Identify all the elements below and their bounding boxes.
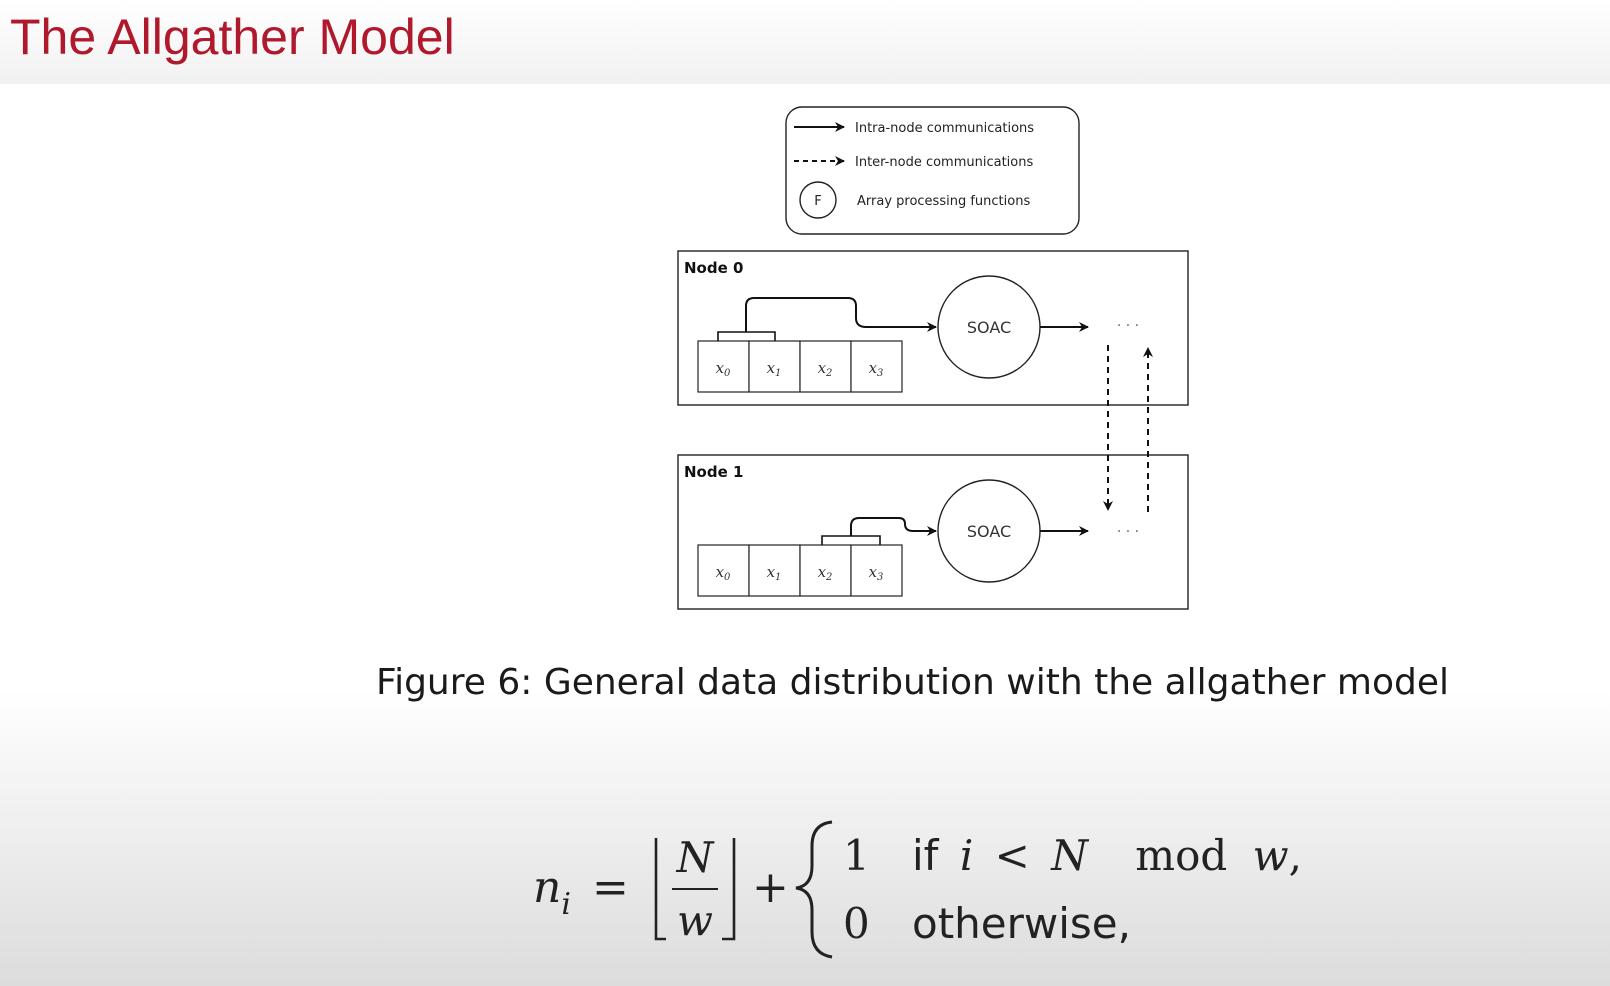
intra-node-arrow xyxy=(745,297,937,332)
cell-label: x2 xyxy=(818,359,833,379)
figure-caption-text: Figure 6: General data distribution with… xyxy=(375,662,1450,703)
page-title: The Allgather Model xyxy=(10,9,455,65)
ellipsis: · · · xyxy=(1117,524,1139,540)
soac-label: SOAC xyxy=(967,318,1011,337)
array-cell xyxy=(799,340,852,393)
cell-label: x2 xyxy=(818,563,833,583)
legend-box xyxy=(785,106,1080,235)
cell-label: x1 xyxy=(767,563,782,583)
ellipsis: · · · xyxy=(1117,318,1139,334)
array-cell xyxy=(697,340,750,393)
node-1: Node 1 x0 x1 x2 x3 SOAC · · · xyxy=(677,454,1189,610)
legend-inter-label: Inter-node communications xyxy=(855,155,1033,170)
array-cell xyxy=(799,544,852,597)
formula-numerator: N xyxy=(676,833,715,882)
array-cell xyxy=(850,544,903,597)
cell-label: x0 xyxy=(716,563,731,583)
formula-equals: = xyxy=(592,862,629,913)
legend: Intra-node communications Inter-node com… xyxy=(785,106,1080,235)
array-cell xyxy=(697,544,750,597)
cell-label: x0 xyxy=(716,359,731,379)
floor-right-bracket xyxy=(722,838,736,941)
array-cell xyxy=(748,544,801,597)
bottom-background xyxy=(0,690,1610,986)
cell-label: x3 xyxy=(869,359,884,379)
case1-value: 1 xyxy=(843,831,870,880)
cell-label: x3 xyxy=(869,563,884,583)
figure-caption: Figure 6: General data distribution with… xyxy=(0,662,1610,703)
array-cells: x0 x1 x2 x3 xyxy=(697,544,903,597)
array-cells: x0 x1 x2 x3 xyxy=(697,340,903,393)
case-brace xyxy=(795,820,833,959)
case2-condition: otherwise, xyxy=(912,899,1131,948)
formula-plus: + xyxy=(752,862,789,913)
cell-label: x1 xyxy=(767,359,782,379)
node-label: Node 1 xyxy=(684,463,743,481)
case1-condition: if i < N mod w, xyxy=(912,831,1302,880)
formula-lhs: ni xyxy=(533,862,571,922)
function-circle-icon xyxy=(799,181,837,219)
intra-node-arrow xyxy=(850,517,937,536)
soac-label: SOAC xyxy=(967,522,1011,541)
legend-intra-label: Intra-node communications xyxy=(855,121,1034,136)
node-0: Node 0 x0 x1 x2 x3 SOAC · · · xyxy=(677,250,1189,406)
title-bar xyxy=(0,0,1610,84)
array-cell xyxy=(748,340,801,393)
formula-denominator: w xyxy=(677,896,713,945)
legend-function-symbol: F xyxy=(814,194,821,209)
legend-function-label: Array processing functions xyxy=(857,194,1030,209)
node-label: Node 0 xyxy=(684,259,743,277)
floor-left-bracket xyxy=(654,838,666,941)
case2-value: 0 xyxy=(843,899,870,948)
array-cell xyxy=(850,340,903,393)
formula: ni = N w + 1 if i < N mod w, 0 otherwise… xyxy=(533,820,1302,959)
